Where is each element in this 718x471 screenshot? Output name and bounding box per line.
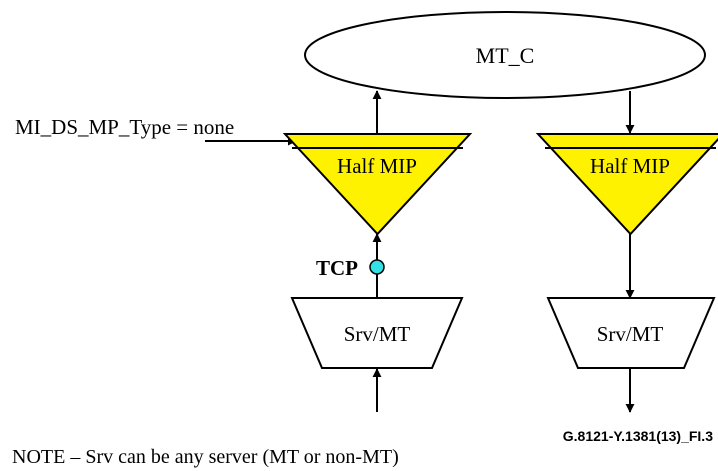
left-half-mip-label: Half MIP (337, 154, 417, 178)
mt-c-label: MT_C (476, 43, 535, 68)
mt-c-ellipse (304, 11, 706, 99)
left-srv-mt-trapezoid (290, 297, 464, 369)
figure-id: G.8121-Y.1381(13)_FI.3 (563, 428, 713, 444)
right-srv-mt-label: Srv/MT (597, 322, 664, 346)
tcp-point (369, 259, 385, 275)
left-srv-mt-label: Srv/MT (344, 322, 411, 346)
right-half-mip-label: Half MIP (590, 154, 670, 178)
right-half-mip-triangle (535, 133, 718, 236)
tcp-label: TCP (316, 256, 358, 280)
mi-ds-mp-type-label: MI_DS_MP_Type = none (15, 115, 234, 139)
note-text: NOTE – Srv can be any server (MT or non-… (12, 446, 399, 468)
right-srv-mt-trapezoid (546, 297, 716, 369)
